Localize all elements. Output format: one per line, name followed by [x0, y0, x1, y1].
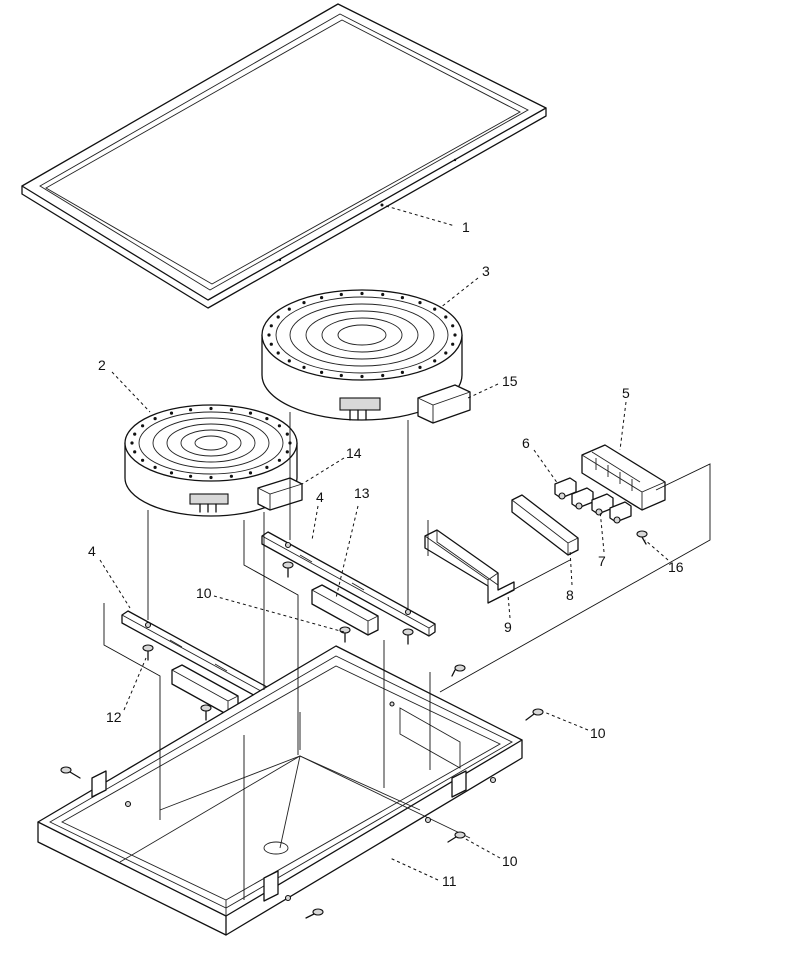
rim-dot: [277, 424, 281, 428]
rim-dot: [360, 374, 364, 379]
callout-leaders: [99, 205, 669, 881]
rim-dot: [133, 432, 137, 436]
rim-dot: [287, 359, 291, 363]
callout-12: 12: [106, 709, 122, 725]
rim-dot: [189, 408, 193, 412]
callout-5: 5: [622, 385, 630, 401]
rim-dot: [381, 292, 385, 297]
bracket-screws: [142, 561, 466, 725]
rim-dot: [339, 373, 343, 378]
rim-dot: [265, 417, 269, 421]
rim-dot: [267, 333, 271, 337]
rim-dot: [433, 307, 437, 311]
callout-6: 6: [522, 435, 530, 451]
rim-dot: [360, 291, 364, 296]
rim-dot: [153, 417, 157, 421]
rim-dot: [302, 301, 306, 305]
callout-11: 11: [442, 873, 457, 889]
terminal-bracket-part-9: [424, 529, 515, 604]
callout-13: 13: [354, 485, 370, 501]
callout-15: 15: [502, 373, 518, 389]
rim-dot: [133, 450, 137, 454]
rim-dot: [400, 296, 404, 300]
rim-dot: [189, 474, 193, 478]
terminal-block-part-5: [581, 444, 666, 511]
rim-dot: [169, 411, 174, 415]
rim-dot: [320, 370, 324, 374]
rim-dot: [276, 315, 280, 319]
screw-part-16: [636, 530, 648, 545]
rim-dot: [130, 441, 134, 445]
rim-dot: [444, 351, 448, 355]
rim-dot: [277, 458, 281, 462]
callout-3: 3: [482, 263, 490, 279]
limiter-part-15: [417, 384, 471, 424]
rim-dot: [400, 370, 404, 374]
box-screws: [60, 708, 544, 919]
rim-dot: [209, 475, 213, 480]
callout-10-right: 10: [590, 725, 606, 741]
rim-dot: [269, 324, 273, 328]
rim-dot: [269, 342, 273, 346]
callout-7: 7: [598, 553, 606, 569]
rim-dot: [229, 474, 233, 478]
callout-10-bottom: 10: [502, 853, 518, 869]
rim-dot: [418, 365, 422, 369]
small-radiant-element-part-2: [124, 404, 298, 517]
callout-2: 2: [98, 357, 106, 373]
rim-dot: [248, 471, 253, 475]
rim-dot: [285, 432, 289, 436]
rim-dot: [209, 406, 213, 411]
rim-dot: [169, 471, 174, 475]
callout-14: 14: [346, 445, 362, 461]
rim-dot: [285, 450, 289, 454]
callout-9: 9: [504, 619, 512, 635]
rim-dot: [265, 465, 269, 469]
rim-dot: [339, 292, 343, 297]
glass-cooktop-part-1: [21, 3, 547, 309]
rim-dot: [287, 307, 291, 311]
callout-1: 1: [462, 219, 470, 235]
large-radiant-element-part-3: [261, 289, 463, 421]
rim-dot: [229, 408, 233, 412]
callout-labels: 1 2 3 15 14 5 6 13 4 4 7 16 8 9 10 12 10…: [88, 219, 684, 889]
rim-dot: [444, 315, 448, 319]
rim-dot: [381, 373, 385, 378]
rim-dot: [141, 458, 145, 462]
rim-dot: [453, 333, 457, 337]
rim-dot: [320, 296, 324, 300]
callout-10-top: 10: [196, 585, 212, 601]
callout-8: 8: [566, 587, 574, 603]
rim-dot: [248, 411, 253, 415]
rim-dot: [153, 465, 157, 469]
rim-dot: [418, 301, 422, 305]
rim-dot: [141, 424, 145, 428]
assembly-lines: [103, 412, 711, 900]
support-bar-right-part-4: [261, 531, 436, 637]
callout-4-right: 4: [316, 489, 324, 505]
rim-dot: [451, 342, 455, 346]
terminal-clips-part-6-7: [554, 477, 632, 524]
cooktop-box-part-11: [37, 645, 523, 936]
rim-dot: [302, 365, 306, 369]
callout-16: 16: [668, 559, 684, 575]
rim-dot: [276, 351, 280, 355]
rim-dot: [451, 324, 455, 328]
insulator-part-8: [511, 494, 579, 556]
callout-4-left: 4: [88, 543, 96, 559]
rim-dot: [433, 359, 437, 363]
